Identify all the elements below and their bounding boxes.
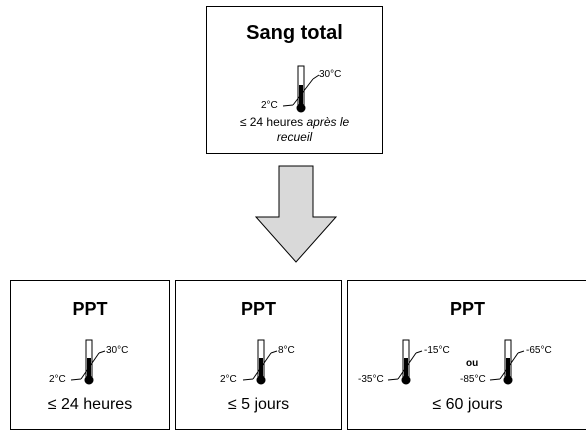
ppt3-a-max-temp: -15°C bbox=[424, 345, 450, 356]
ppt2-duration: ≤ 5 jours bbox=[227, 396, 290, 413]
ppt-title-1: PPT bbox=[72, 299, 108, 319]
whole-blood-duration: ≤ 24 heures après le bbox=[207, 115, 382, 129]
ppt1-max-temp: 30°C bbox=[106, 345, 129, 356]
thermometer-icon bbox=[387, 339, 525, 385]
thermometer-icon bbox=[70, 339, 106, 385]
ppt-box-24h: PPT 30°C 2°C ≤ 24 heures bbox=[10, 280, 170, 430]
whole-blood-title: Sang total bbox=[246, 22, 343, 44]
ppt3-b-min-temp: -85°C bbox=[460, 374, 486, 385]
whole-blood-max-temp: 30°C bbox=[319, 69, 342, 80]
thermometer-icon bbox=[242, 339, 278, 385]
ppt-box-5days: PPT 8°C 2°C ≤ 5 jours bbox=[175, 280, 342, 430]
ppt3-a-min-temp: -35°C bbox=[358, 374, 384, 385]
ppt2-max-temp: 8°C bbox=[278, 345, 295, 356]
ppt3-b-max-temp: -65°C bbox=[526, 345, 552, 356]
thermometer-icon bbox=[282, 65, 320, 113]
ppt2-min-temp: 2°C bbox=[220, 374, 237, 385]
ppt3-duration: ≤ 60 jours bbox=[432, 396, 503, 413]
ppt1-duration: ≤ 24 heures bbox=[47, 396, 133, 413]
whole-blood-duration-italic: après le bbox=[306, 115, 350, 129]
ppt-box-60days: PPT -15°C -35°C ou -65°C -85°C ≤ 60 jour… bbox=[347, 280, 586, 430]
whole-blood-min-temp: 2°C bbox=[261, 100, 278, 111]
ppt-title-2: PPT bbox=[240, 299, 276, 319]
whole-blood-duration-line2: recueil bbox=[276, 130, 313, 144]
ppt-title-3: PPT bbox=[449, 299, 485, 319]
whole-blood-duration-text: ≤ 24 heures bbox=[239, 115, 304, 129]
or-label: ou bbox=[466, 358, 479, 369]
ppt1-min-temp: 2°C bbox=[49, 374, 66, 385]
whole-blood-box: Sang total 30°C 2°C ≤ 24 heures après le… bbox=[206, 6, 383, 154]
